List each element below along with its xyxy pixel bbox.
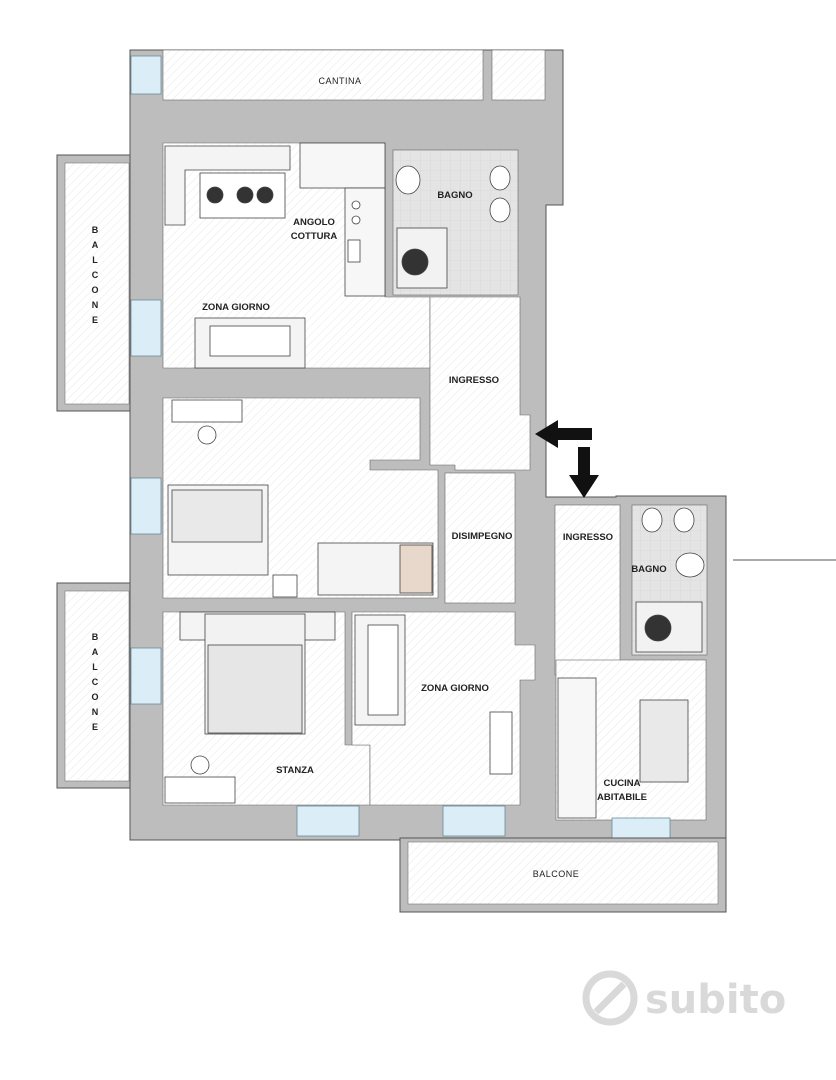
svg-text:C: C [92,677,99,687]
label-zona-giorno-bottom: ZONA GIORNO [421,683,489,694]
svg-text:E: E [92,722,98,732]
subito-watermark: subito [582,970,786,1026]
label-bagno-top: BAGNO [437,190,472,201]
label-balcone-left-top: B A L C O N E [91,225,98,325]
svg-text:A: A [92,240,99,250]
label-zona-giorno-top: ZONA GIORNO [202,302,270,313]
arrow-down-icon [569,447,599,498]
balcone-left-bottom [56,582,133,789]
windows [130,55,671,841]
subito-logo-icon [582,970,638,1026]
label-angolo: ANGOLO [293,217,335,228]
label-cantina: CANTINA [318,76,361,86]
svg-text:N: N [92,300,99,310]
svg-text:O: O [91,285,98,295]
svg-text:E: E [92,315,98,325]
label-ingresso-top: INGRESSO [449,375,499,386]
label-cottura: COTTURA [291,231,338,242]
svg-text:O: O [91,692,98,702]
svg-text:L: L [92,662,98,672]
balcone-bottom [399,837,727,913]
svg-text:A: A [92,647,99,657]
arrow-left-icon [535,420,592,448]
label-abitabile: ABITABILE [597,792,647,803]
svg-text:C: C [92,270,99,280]
label-cucina: CUCINA [604,778,641,789]
label-disimpegno: DISIMPEGNO [452,531,513,542]
label-bagno-right: BAGNO [631,564,666,575]
svg-text:B: B [92,225,99,235]
entrance-arrows [535,420,599,498]
svg-text:N: N [92,707,99,717]
label-stanza: STANZA [276,765,314,776]
svg-text:L: L [92,255,98,265]
watermark-text: subito [645,977,786,1023]
balcone-left-top [56,154,133,412]
label-ingresso-right: INGRESSO [563,532,613,543]
furniture [164,142,705,819]
label-balcone-left-bottom: B A L C O N E [91,632,98,732]
svg-text:B: B [92,632,99,642]
label-balcone-bottom: BALCONE [533,869,580,879]
